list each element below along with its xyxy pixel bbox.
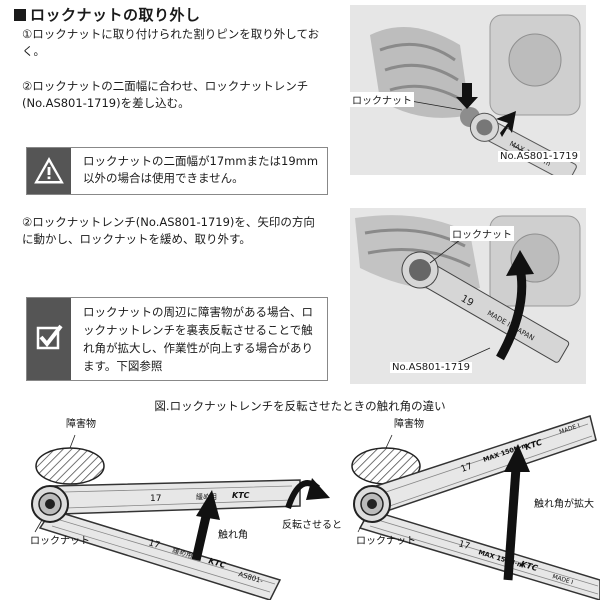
- warning-triangle-icon: [27, 148, 71, 194]
- right-angle-label: 触れ角が拡大: [534, 497, 594, 510]
- title-square-icon: [14, 9, 26, 21]
- left-locknut-label: ロックナット: [30, 535, 90, 547]
- right-size-top: 17: [460, 462, 474, 475]
- photo2-model-label: No.AS801-1719: [390, 362, 472, 373]
- note-box: ロックナットの周辺に障害物がある場合、ロックナットレンチを裏表反転させることで触…: [26, 297, 328, 381]
- right-size-bottom: 17: [457, 539, 471, 552]
- step-2: ②ロックナットの二面幅に合わせ、ロックナットレンチ(No.AS801-1719)…: [22, 79, 309, 110]
- left-wrench-bottom: [38, 509, 282, 600]
- title-text: ロックナットの取り外し: [30, 6, 201, 24]
- left-size-bottom: 17: [147, 538, 161, 551]
- left-brand-top: KTC: [232, 491, 250, 500]
- note-text: ロックナットの周辺に障害物がある場合、ロックナットレンチを裏表反転させることで触…: [83, 305, 313, 373]
- warning-text: ロックナットの二面幅が17mmまたは19mm以外の場合は使用できません。: [83, 154, 319, 185]
- flip-label: 反転させると: [282, 519, 342, 531]
- photo1-locknut-label: ロックナット: [350, 92, 414, 107]
- figure-left: 17 緩め用 KTC 17 緩め用 KTC AS801-: [31, 434, 301, 600]
- step-3: ②ロックナットレンチ(No.AS801-1719)を、矢印の方向に動かし、ロック…: [22, 215, 315, 246]
- page-title: ロックナットの取り外し: [14, 4, 201, 25]
- left-text-top: 緩め用: [196, 492, 217, 501]
- left-angle-arrow: [196, 490, 220, 520]
- right-obstacle-label: 障害物: [394, 417, 424, 430]
- figure-diagram: 17 緩め用 KTC 17 緩め用 KTC AS801- 障害物 ロックナット …: [30, 415, 600, 600]
- photo-loosen-wrench: 19 MADE IN JAPAN ロックナット No.AS801-1719: [350, 208, 586, 384]
- photo2-locknut-label: ロックナット: [450, 226, 514, 241]
- step-1: ①ロックナットに取り付けられた割りピンを取り外しておく。: [22, 27, 320, 58]
- checkbox-check-icon: [27, 298, 71, 380]
- left-size-top: 17: [150, 494, 161, 504]
- figure-title: 図.ロックナットレンチを反転させたときの触れ角の違い: [154, 399, 446, 413]
- photo-insert-wrench: MAX 150N·m ロックナット No.AS801-1719: [350, 5, 586, 183]
- left-angle-label: 触れ角: [218, 528, 248, 541]
- photo1-model-label: No.AS801-1719: [498, 151, 580, 162]
- left-obstacle: [35, 447, 105, 485]
- right-locknut-label: ロックナット: [356, 535, 416, 547]
- figure-right: 17 MAX 150N·m KTC MADE I 17 MAX 150N·m K…: [351, 415, 600, 600]
- left-wrench-top: [51, 479, 301, 515]
- warning-box: ロックナットの二面幅が17mmまたは19mm以外の場合は使用できません。: [26, 147, 328, 195]
- left-obstacle-label: 障害物: [66, 417, 96, 430]
- right-angle-arrow: [504, 444, 530, 472]
